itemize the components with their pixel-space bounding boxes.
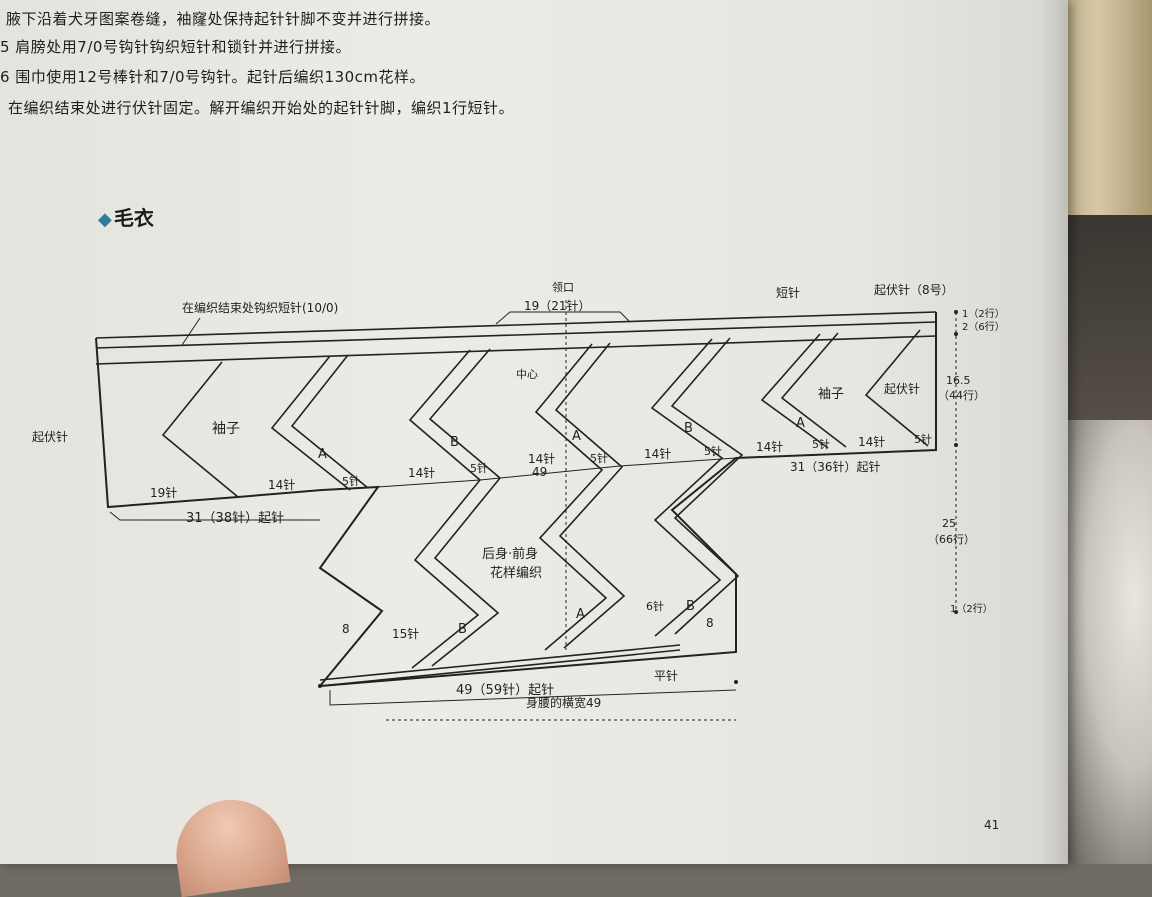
label-left-cast-on: 31（38针）起针 — [186, 511, 284, 526]
label-5-stitches-f: 5针 — [914, 432, 932, 446]
label-b-4: B — [686, 599, 695, 614]
label-neckline: 领口 — [552, 281, 574, 294]
zigzag-right-a-outer — [760, 333, 829, 449]
zigzag-a2-outer — [534, 343, 608, 651]
label-eight-right: 8 — [706, 616, 714, 630]
label-row-1-2-bottom: 1（2行） — [950, 602, 993, 615]
diamond-bullet-icon: ◆ — [98, 209, 112, 230]
label-14-stitches-c: 14针 — [528, 451, 555, 466]
label-sleeve-left: 袖子 — [212, 421, 240, 437]
label-5-stitches-b: 5针 — [470, 461, 488, 475]
zigzag-right-a-inner — [780, 332, 847, 448]
label-a-1: A — [318, 447, 327, 462]
label-14-stitches-f: 14针 — [858, 434, 885, 449]
leader-finish — [181, 317, 201, 346]
label-5-stitches-d: 5针 — [704, 444, 722, 458]
zigzag-b2-inner — [670, 337, 744, 635]
label-15-stitches: 15针 — [392, 626, 419, 641]
yoke-line — [377, 457, 737, 488]
label-5-stitches-e: 5针 — [812, 437, 830, 451]
zigzag-b2-outer — [650, 338, 724, 637]
label-row-1-2: 1（2行） — [962, 307, 1005, 320]
label-height-66-rows: （66行） — [928, 533, 975, 546]
dim-dot-2 — [954, 332, 958, 336]
label-b-3: B — [458, 622, 467, 637]
zigzag-b-inner — [428, 348, 502, 667]
instruction-line-2: 5 肩膀处用7/0号钩针钩织短针和锁针并进行拼接。 — [0, 38, 351, 56]
zigzag-a2-inner — [554, 342, 626, 649]
label-cast-off-right: 起伏针 — [884, 381, 920, 396]
page-number: 41 — [984, 818, 1000, 832]
section-title: ◆毛衣 — [98, 202, 154, 231]
label-right-cast-on: 31（36针）起针 — [790, 459, 881, 474]
label-14-stitches-e: 14针 — [756, 439, 783, 454]
zigzag-left-sleeve — [161, 361, 239, 498]
instruction-line-4: 在编织结束处进行伏针固定。解开编织开始处的起针针脚，编织1行短针。 — [8, 99, 515, 117]
zigzag-b-outer — [408, 349, 482, 669]
label-waist-width: 身腰的横宽49 — [526, 695, 601, 710]
zigzag-a-outer — [270, 355, 351, 491]
label-flat-stitch: 平针 — [654, 668, 678, 683]
instruction-line-1: 腋下沿着犬牙图案卷缝，袖窿处保持起针针脚不变并进行拼接。 — [6, 10, 441, 28]
label-cast-off-8: 起伏针（8号） — [874, 282, 954, 297]
leader-neck — [495, 311, 631, 325]
zigzag-right-sleeve — [864, 329, 929, 447]
label-49-total: 49 — [532, 465, 547, 479]
label-short-stitch: 短针 — [776, 285, 800, 300]
instruction-line-3: 6 围巾使用12号棒针和7/0号钩针。起针后编织130cm花样。 — [0, 68, 426, 86]
label-row-2-6: 2（6行） — [962, 320, 1005, 333]
bottom-band-2 — [319, 649, 681, 687]
label-6-stitches: 6针 — [646, 599, 664, 613]
label-cast-off-left: 起伏针 — [32, 429, 68, 444]
label-center: 中心 — [516, 368, 538, 381]
label-body: 后身·前身 — [482, 546, 538, 562]
top-band-outer — [95, 311, 937, 339]
label-a-2: A — [572, 429, 581, 444]
top-band-inner — [95, 335, 937, 365]
zigzag-a-inner — [290, 354, 369, 489]
label-pattern: 花样编织 — [490, 565, 542, 581]
dim-dot-3 — [954, 443, 958, 447]
dim-dot-1 — [954, 310, 958, 314]
label-b-1: B — [450, 435, 459, 450]
top-band-mid — [95, 321, 937, 349]
garment-outline — [95, 312, 937, 688]
label-height-44-rows: （44行） — [938, 389, 985, 402]
wood-surface — [1060, 0, 1152, 215]
sweater-diagram: 在编织结束处钩织短针(10/0) 领口 19（21针） 短针 起伏针（8号） 起… — [32, 281, 1005, 721]
label-bottom-cast-on: 49（59针）起针 — [456, 683, 554, 698]
bottom-band — [319, 644, 681, 681]
label-a-4: A — [576, 607, 585, 622]
cup-background — [1060, 420, 1152, 864]
label-height-25: 25 — [942, 517, 956, 530]
leader-left-cast — [109, 511, 320, 521]
label-a-3: A — [796, 416, 805, 431]
label-5-stitches-a: 5针 — [342, 474, 360, 488]
label-14-stitches-a: 14针 — [268, 477, 295, 492]
dim-dot-6 — [318, 684, 322, 688]
label-neckline-count: 19（21针） — [524, 298, 591, 313]
leader-bottom — [329, 689, 737, 706]
label-5-stitches-c: 5针 — [590, 451, 608, 465]
label-finish-crochet: 在编织结束处钩织短针(10/0) — [182, 300, 338, 315]
book-page: 腋下沿着犬牙图案卷缝，袖窿处保持起针针脚不变并进行拼接。 5 肩膀处用7/0号钩… — [0, 0, 1068, 864]
dim-dot-5 — [734, 680, 738, 684]
label-14-stitches-d: 14针 — [644, 446, 671, 461]
label-eight-left: 8 — [342, 622, 350, 636]
page-edge-shadow — [1040, 0, 1068, 864]
label-19-stitches: 19针 — [150, 485, 177, 500]
section-title-text: 毛衣 — [113, 206, 154, 230]
label-sleeve-right: 袖子 — [818, 387, 844, 402]
label-b-2: B — [684, 421, 693, 436]
dim-dot-4 — [954, 610, 958, 614]
label-14-stitches-b: 14针 — [408, 465, 435, 480]
label-height-16-5: 16.5 — [946, 374, 971, 387]
